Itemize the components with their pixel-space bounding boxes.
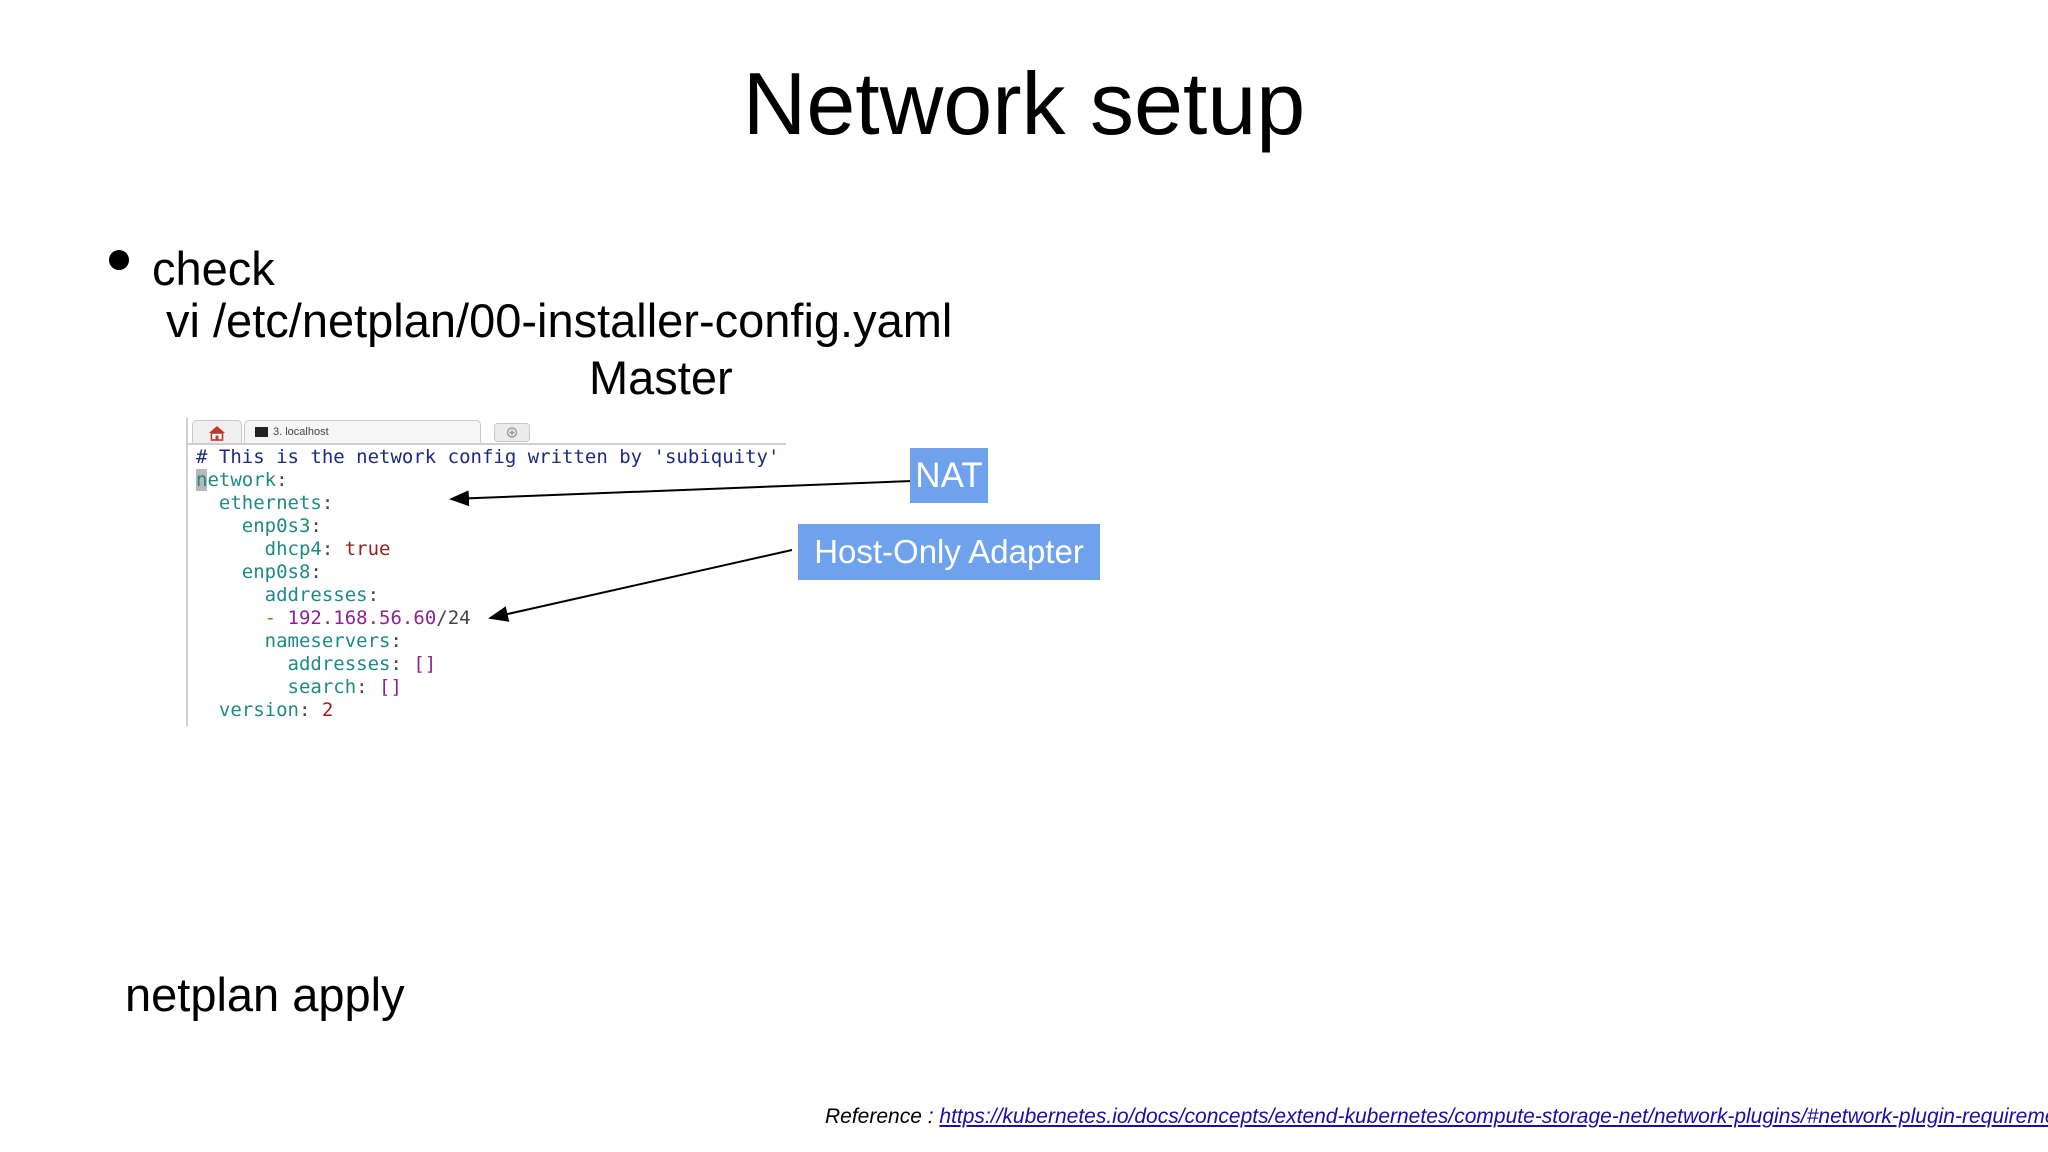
- code-line: - 192.168.56.60/24: [264, 607, 471, 629]
- new-tab-button[interactable]: [494, 423, 530, 442]
- netplan-apply-command: netplan apply: [125, 968, 405, 1021]
- code-line: ethernets:: [218, 492, 334, 514]
- reference-line: Reference : https://kubernetes.io/docs/c…: [825, 1104, 2048, 1130]
- code-line: network:: [196, 469, 288, 491]
- nat-annotation: NAT: [910, 448, 988, 503]
- code-line: version: 2: [218, 699, 334, 721]
- terminal-tab-bar: 3. localhost: [186, 418, 786, 445]
- code-line: addresses:: [264, 584, 380, 606]
- home-icon: [209, 426, 225, 441]
- new-tab-icon: [506, 427, 518, 438]
- code-line: enp0s8:: [241, 561, 322, 583]
- reference-link[interactable]: https://kubernetes.io/docs/concepts/exte…: [939, 1105, 2048, 1128]
- terminal-tab[interactable]: 3. localhost: [244, 420, 481, 443]
- terminal-screenshot: 3. localhost # This is the network confi…: [186, 418, 786, 726]
- master-label: Master: [589, 351, 733, 404]
- home-tab[interactable]: [192, 420, 242, 443]
- reference-label: Reference :: [825, 1105, 934, 1128]
- slide-title: Network setup: [742, 54, 1306, 153]
- code-line: enp0s3:: [241, 515, 322, 537]
- bullet-text: check: [152, 242, 275, 295]
- text-cursor: n: [196, 469, 208, 491]
- bullet-dot: [109, 250, 129, 270]
- code-line: dhcp4: true: [264, 538, 391, 560]
- terminal-left-border: [186, 418, 188, 726]
- code-line: # This is the network config written by …: [196, 446, 780, 468]
- command-path: vi /etc/netplan/00-installer-config.yaml: [166, 294, 953, 347]
- host-only-annotation: Host-Only Adapter: [798, 524, 1100, 580]
- terminal-tab-label: 3. localhost: [273, 426, 329, 438]
- code-line: nameservers:: [264, 630, 402, 652]
- code-line: addresses: []: [287, 653, 437, 675]
- terminal-icon: [255, 427, 268, 437]
- code-line: search: []: [287, 676, 402, 698]
